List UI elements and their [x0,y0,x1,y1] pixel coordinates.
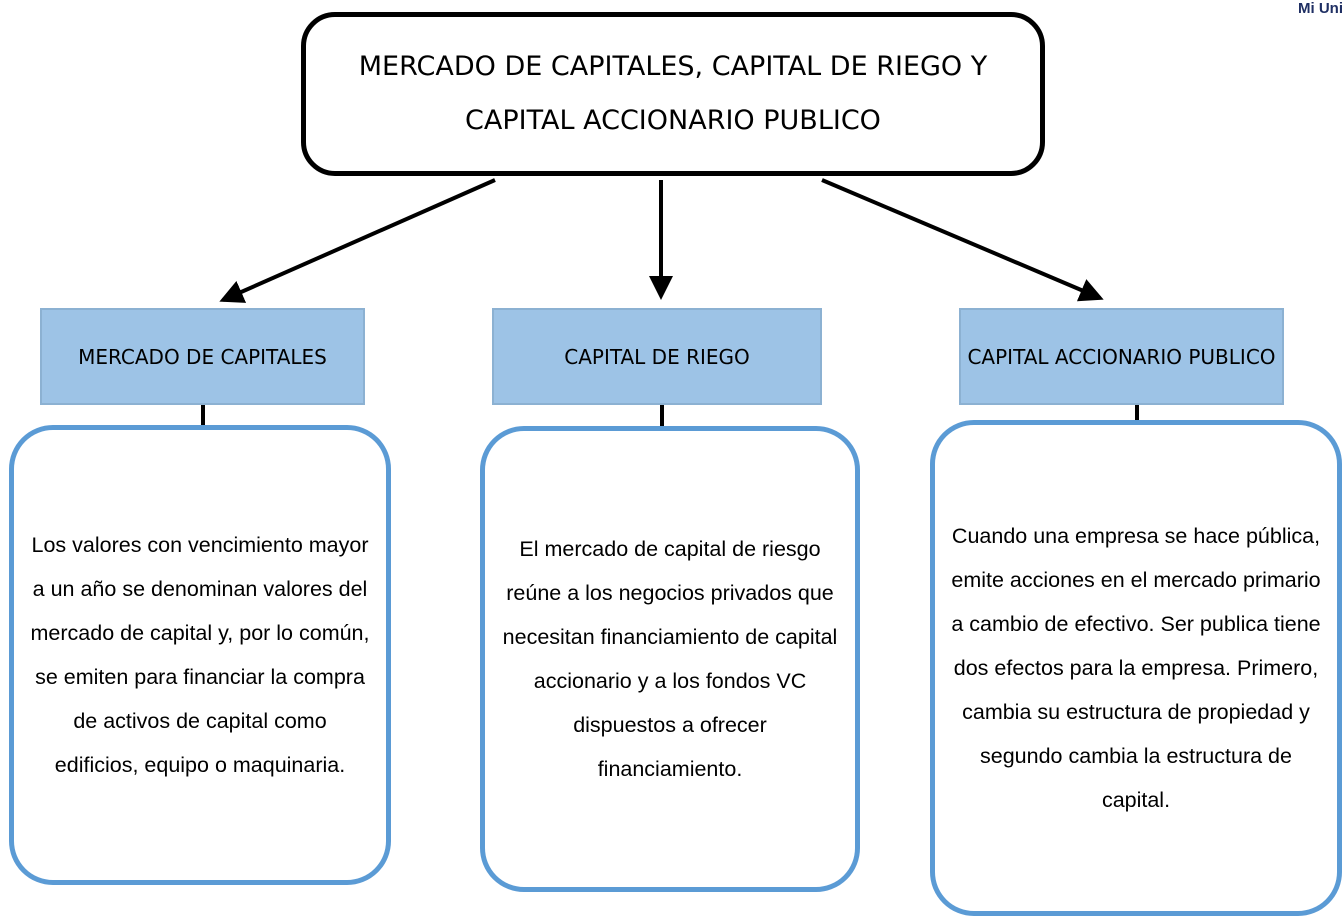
arrow-to-capital-accionario [821,178,1104,302]
corner-text: Mi Uni [1298,0,1343,17]
heading-box-capital-accionario: CAPITAL ACCIONARIO PUBLICO [959,308,1284,405]
description-capital-riego: El mercado de capital de riesgo reúne a … [502,537,838,781]
description-box-mercado: Los valores con vencimiento mayor a un a… [9,425,391,885]
main-title: MERCADO DE CAPITALES, CAPITAL DE RIEGO Y… [358,51,988,136]
heading-box-capital-riego: CAPITAL DE RIEGO [492,308,822,405]
arrow-to-mercado [219,178,496,303]
description-mercado: Los valores con vencimiento mayor a un a… [30,533,370,777]
description-box-capital-riego: El mercado de capital de riesgo reúne a … [480,426,860,892]
description-box-capital-accionario: Cuando una empresa se hace pública, emit… [930,420,1342,916]
main-title-box: MERCADO DE CAPITALES, CAPITAL DE RIEGO Y… [301,12,1045,176]
heading-box-mercado: MERCADO DE CAPITALES [40,308,365,405]
heading-mercado: MERCADO DE CAPITALES [78,344,327,369]
heading-capital-riego: CAPITAL DE RIEGO [564,344,750,369]
description-capital-accionario: Cuando una empresa se hace pública, emit… [951,524,1321,812]
heading-capital-accionario: CAPITAL ACCIONARIO PUBLICO [967,344,1276,369]
